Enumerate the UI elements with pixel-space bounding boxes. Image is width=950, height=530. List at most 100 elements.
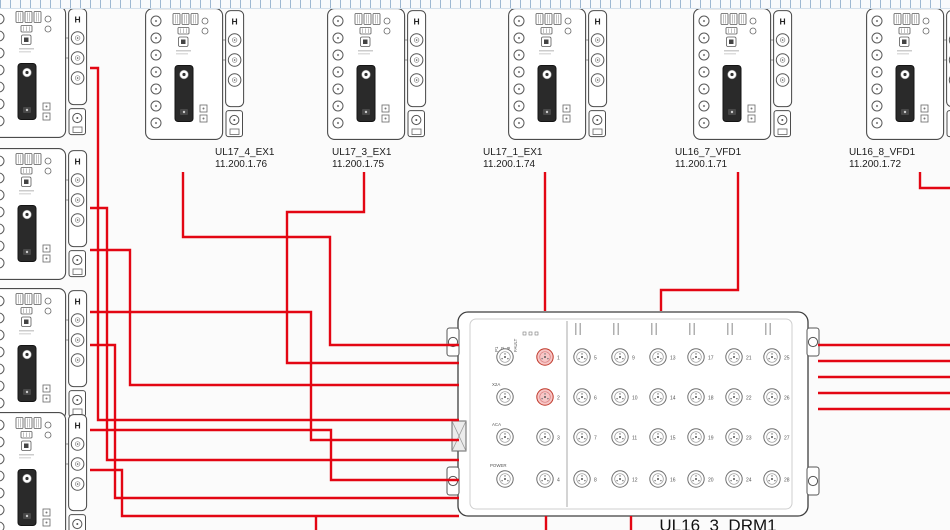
device-left-4[interactable] xyxy=(0,412,88,530)
port-number: 9 xyxy=(632,356,635,362)
port[interactable] xyxy=(496,388,514,406)
port[interactable] xyxy=(573,470,591,488)
column-mark xyxy=(765,323,767,335)
port[interactable] xyxy=(573,348,591,366)
device-ul16-8-vfd1[interactable] xyxy=(866,8,950,140)
port[interactable] xyxy=(573,428,591,446)
cable-ul17-4[interactable] xyxy=(181,172,459,347)
column-mark xyxy=(575,323,577,335)
cable-ul17-3[interactable] xyxy=(285,172,459,365)
port-number: 27 xyxy=(784,436,790,442)
port[interactable] xyxy=(611,470,629,488)
port[interactable] xyxy=(536,428,554,446)
column-mark xyxy=(689,323,691,335)
port[interactable] xyxy=(687,470,705,488)
port[interactable] xyxy=(725,388,743,406)
cable-ul16-7[interactable] xyxy=(659,172,740,311)
port-number: 12 xyxy=(632,478,638,484)
port[interactable] xyxy=(611,348,629,366)
cable-left2b-switch[interactable] xyxy=(90,248,459,387)
device-name: UL17_3_EX1 xyxy=(332,147,392,158)
port[interactable] xyxy=(763,348,781,366)
port[interactable] xyxy=(763,470,781,488)
port-number: 14 xyxy=(670,396,676,402)
port-number: 11 xyxy=(632,436,637,442)
side-label: X2A xyxy=(492,382,500,387)
port-column-marks xyxy=(575,323,771,335)
ground-lug xyxy=(451,420,467,452)
column-mark xyxy=(693,323,695,335)
cable-left3b-switch[interactable] xyxy=(90,310,459,442)
cable-left1-switch[interactable] xyxy=(90,66,459,422)
highlighted-port[interactable] xyxy=(536,388,554,406)
side-label: POWER xyxy=(490,463,507,468)
port[interactable] xyxy=(496,348,514,366)
status-led xyxy=(522,331,527,336)
device-ul16-7-vfd1[interactable] xyxy=(693,8,793,140)
cable-left4-switch[interactable] xyxy=(90,428,459,482)
device-name: UL17_4_EX1 xyxy=(215,147,275,158)
port[interactable] xyxy=(611,388,629,406)
port[interactable] xyxy=(536,470,554,488)
port[interactable] xyxy=(763,388,781,406)
port[interactable] xyxy=(725,348,743,366)
port-number: 22 xyxy=(746,396,752,402)
port[interactable] xyxy=(496,470,514,488)
port-number: 5 xyxy=(594,356,597,362)
port-number: 7 xyxy=(594,436,597,442)
port-number: 2 xyxy=(557,396,560,402)
column-mark xyxy=(769,323,771,335)
port-number: 26 xyxy=(784,396,790,402)
device-ul17-4-ex1[interactable] xyxy=(145,8,245,140)
column-mark xyxy=(613,323,615,335)
port[interactable] xyxy=(687,388,705,406)
device-name: UL17_1_EX1 xyxy=(483,147,543,158)
device-ul17-1-ex1[interactable] xyxy=(508,8,608,140)
port-number: 1 xyxy=(557,356,560,362)
side-port-labels: X2A ACA POWER xyxy=(490,382,507,468)
port-number: 8 xyxy=(594,478,597,484)
port[interactable] xyxy=(687,348,705,366)
cable-left4b-bottom[interactable] xyxy=(90,468,459,518)
column-mark xyxy=(731,323,733,335)
side-label: ACA xyxy=(492,422,501,427)
device-ip: 11.200.1.71 xyxy=(675,159,728,170)
top-device-row xyxy=(145,8,950,140)
device-left-3[interactable] xyxy=(0,288,88,420)
port[interactable] xyxy=(687,428,705,446)
port[interactable] xyxy=(496,428,514,446)
port-number: 4 xyxy=(557,478,560,484)
highlighted-port[interactable] xyxy=(536,348,554,366)
switch-title: UL16_3_DRM1 xyxy=(659,516,776,530)
device-ul17-3-ex1[interactable] xyxy=(327,8,427,140)
cable-left3-switch[interactable] xyxy=(90,343,459,500)
port-number: 15 xyxy=(670,436,676,442)
port-number: 28 xyxy=(784,478,790,484)
cable-left2-switch[interactable] xyxy=(90,206,459,462)
column-mark xyxy=(579,323,581,335)
port[interactable] xyxy=(573,388,591,406)
port[interactable] xyxy=(649,428,667,446)
device-left-1[interactable] xyxy=(0,6,88,138)
device-left-2[interactable] xyxy=(0,148,88,280)
port[interactable] xyxy=(649,348,667,366)
cable-ul16-8[interactable] xyxy=(918,172,950,190)
port[interactable] xyxy=(725,470,743,488)
column-mark xyxy=(617,323,619,335)
port[interactable] xyxy=(725,428,743,446)
column-mark xyxy=(651,323,653,335)
port-number: 17 xyxy=(708,356,714,362)
port-number: 23 xyxy=(746,436,752,442)
port[interactable] xyxy=(649,388,667,406)
device-ip: 11.200.1.75 xyxy=(332,159,385,170)
port-number: 18 xyxy=(708,396,714,402)
status-led xyxy=(528,331,533,336)
port[interactable] xyxy=(611,428,629,446)
port[interactable] xyxy=(649,470,667,488)
port[interactable] xyxy=(763,428,781,446)
device-ip: 11.200.1.74 xyxy=(483,159,536,170)
